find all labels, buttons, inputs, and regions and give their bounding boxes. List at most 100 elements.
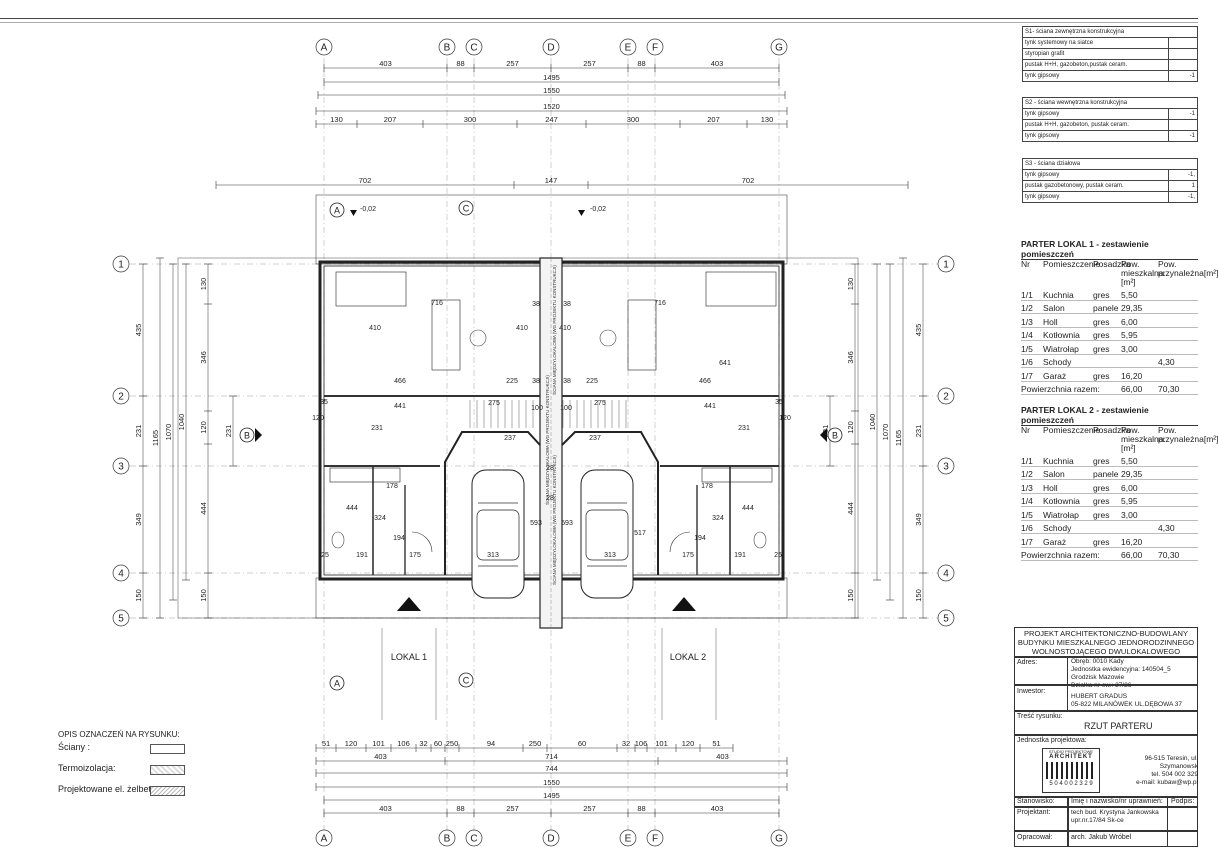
party-wall-note: ŚCIANA MIĘDZYLOKALOWA (WG PROJEKTU KONST…: [543, 375, 550, 505]
party-wall-note: ŚCIANA MIĘDZYLOKALOWA (WG PROJEKTU KONST…: [550, 455, 557, 585]
dimension-label: 744: [545, 764, 558, 773]
interior-dimension-label: 275: [488, 400, 500, 407]
section-mark-label: A: [334, 206, 340, 216]
dimension-label: 1070: [881, 424, 890, 441]
room-cell: gres: [1093, 343, 1110, 354]
dimension-label: 207: [384, 115, 397, 124]
room-schedule-table: PARTER LOKAL 1 - zestawienie pomieszczeń…: [1021, 239, 1218, 395]
dimension-label: 150: [199, 589, 208, 602]
grid-axis-bubble: [770, 829, 788, 847]
wall-layer-name: tynk gipsowy: [1022, 169, 1169, 181]
dimension-label: 120: [199, 421, 208, 434]
room-cell: 4,30: [1158, 357, 1175, 367]
dimension-label: 349: [134, 513, 143, 526]
grid-axis-bubble: [937, 609, 955, 627]
room-cell: 5,95: [1121, 330, 1138, 340]
grid-axis-label: C: [470, 43, 477, 54]
dimension-label: 88: [637, 804, 645, 813]
interior-dimension-label: 100: [560, 405, 572, 412]
room-cell: 1/3: [1021, 482, 1033, 493]
investor-address: 05-822 MILANÓWEK UL.DĘBOWA 37: [1071, 701, 1183, 708]
grid-axis-bubble: [112, 457, 130, 475]
legend-item-insulation: Termoizolacja:: [58, 763, 116, 773]
dimension-label: 1495: [543, 73, 560, 82]
room-cell: Holl: [1043, 482, 1058, 493]
dimension-label: 88: [637, 59, 645, 68]
dimension-label: 1040: [177, 414, 186, 431]
interior-dimension-label: 38: [532, 301, 540, 308]
room-schedule-title: PARTER LOKAL 2 - zestawienie pomieszczeń: [1021, 405, 1198, 426]
position-label: Stanowisko:: [1017, 798, 1055, 805]
grid-axis-bubble: [646, 829, 664, 847]
interior-dimension-label: 466: [394, 378, 406, 385]
room-total-extra: 70,30: [1158, 384, 1180, 394]
level-mark-icon: [350, 210, 357, 216]
dimension-label: 300: [627, 115, 640, 124]
project-title: PROJEKT ARCHITEKTONICZNO-BUDOWLANY BUDYN…: [1017, 629, 1195, 656]
dimension-label: 1495: [543, 791, 560, 800]
dimension-label: 60: [578, 739, 586, 748]
room-cell: 16,20: [1121, 370, 1143, 381]
studio-logo-name: ARCHITEKT: [1049, 754, 1093, 760]
wall-layer-name: tynk systemowy na siatce: [1022, 37, 1169, 49]
room-cell: Schody: [1043, 523, 1072, 533]
grid-axis-label: D: [547, 43, 554, 54]
room-cell: 16,20: [1121, 536, 1143, 547]
room-cell: 1/1: [1021, 455, 1033, 466]
section-mark-label: B: [244, 431, 250, 441]
studio-address: 96-515 Teresin, ul. Szymanowsk: [1144, 755, 1198, 770]
room-schedule-header: Pow. mieszkalna.[m²]: [1121, 259, 1166, 287]
door-swing-icon: [669, 531, 691, 553]
room-cell: gres: [1093, 330, 1110, 340]
room-cell: 4,30: [1158, 523, 1175, 533]
dimension-label: 257: [506, 59, 519, 68]
dimension-label: 231: [914, 425, 923, 438]
dining-table-icon: [705, 271, 777, 307]
studio-logo-graphic: [1046, 762, 1096, 779]
interior-dimension-label: 38: [563, 301, 571, 308]
room-cell: 29,35: [1121, 303, 1143, 313]
room-cell: Garaż: [1043, 536, 1067, 547]
dimension-label: 150: [134, 589, 143, 602]
signature-label: Podpis:: [1171, 798, 1195, 805]
dimension-label: 51: [712, 739, 720, 748]
studio-logo-top: STUDIO PROJEKTOWE: [1048, 749, 1094, 754]
dimension-label: 1550: [543, 778, 560, 787]
interior-dimension-label: 324: [374, 515, 386, 522]
room-cell: Kotłownia: [1043, 330, 1080, 340]
interior-dimension-label: 38: [563, 378, 571, 385]
room-schedule-header: Posadzka: [1093, 425, 1131, 435]
grid-axis-label: B: [444, 834, 451, 845]
wall-layer-name: tynk gipsowy: [1022, 108, 1169, 120]
drawing-content-label: Treść rysunku:: [1017, 713, 1063, 720]
wall-layer-value: [1168, 119, 1198, 131]
room-cell: 1/4: [1021, 496, 1033, 506]
room-cell: Holl: [1043, 316, 1058, 327]
dimension-label: 257: [506, 804, 519, 813]
designer-name: tech bud. Krystyna Jankowska: [1071, 809, 1159, 816]
dimension-label: 346: [199, 351, 208, 364]
dimension-label: 130: [330, 115, 343, 124]
grid-axis-bubble: [937, 457, 955, 475]
table-icon: [469, 329, 487, 347]
garage-wall: [444, 431, 541, 575]
room-cell: 1/2: [1021, 469, 1033, 479]
car-icon: [580, 469, 634, 599]
room-cell: Schody: [1043, 357, 1072, 367]
room-schedule-header: Pomieszczenie: [1043, 425, 1101, 435]
interior-dimension-label: 38: [532, 378, 540, 385]
room-schedule-header: Pow. przynależna[m²]: [1158, 259, 1218, 278]
prepared-by-label: Opracował:: [1017, 834, 1053, 841]
unit-label: LOKAL 1: [391, 652, 427, 662]
interior-dimension-label: 313: [487, 552, 499, 559]
door-swing-icon: [411, 531, 433, 553]
dimension-label: 120: [345, 739, 358, 748]
dining-table-icon: [335, 271, 407, 307]
dimension-label: 403: [379, 59, 392, 68]
